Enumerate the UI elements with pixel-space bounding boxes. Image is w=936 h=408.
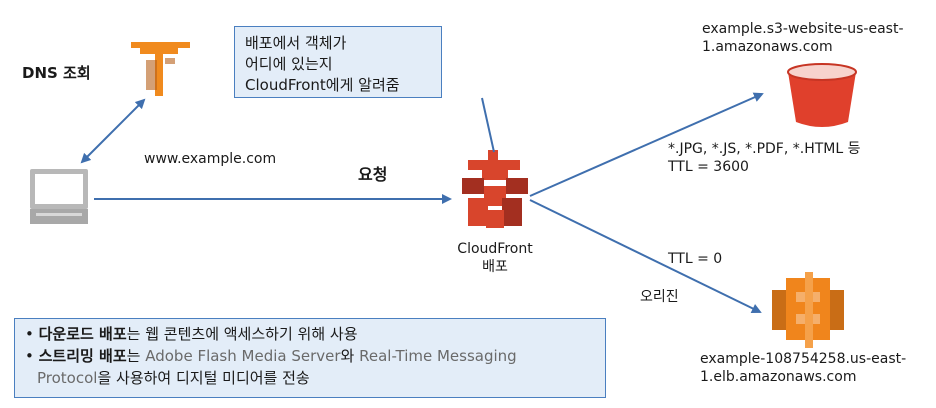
callout-line: CloudFront에게 알려줌 xyxy=(245,76,400,94)
s3-cache-info: *.JPG, *.JS, *.PDF, *.HTML 등 TTL = 3600 xyxy=(668,140,861,176)
request-label: 요청 xyxy=(358,165,388,184)
elb-icon xyxy=(772,272,844,348)
note-product-name: Real-Time Messaging xyxy=(359,347,517,365)
arrow-to-s3 xyxy=(529,92,764,197)
note-item-streaming: • 스트리밍 배포는 Adobe Flash Media Server와 Rea… xyxy=(25,345,595,367)
bullet: • xyxy=(25,325,39,343)
dns-lookup-label: DNS 조회 xyxy=(22,64,91,82)
callout-pointer xyxy=(481,97,495,153)
callout-line: 배포에서 객체가 xyxy=(245,34,347,52)
note-text: 는 웹 콘텐츠에 액세스하기 위해 사용 xyxy=(126,325,358,343)
s3-host-line: 1.amazonaws.com xyxy=(702,39,833,55)
note-item-streaming-cont: Protocol을 사용하여 디지털 미디어를 전송 xyxy=(25,367,595,389)
bullet: • xyxy=(25,347,39,365)
cloudfront-icon xyxy=(462,150,528,228)
callout-line: 어디에 있는지 xyxy=(245,55,333,73)
s3-bucket-icon xyxy=(787,63,857,127)
elb-host-label: example-108754258.us-east- 1.elb.amazona… xyxy=(700,350,906,386)
callout-box: 배포에서 객체가 어디에 있는지 CloudFront에게 알려줌 xyxy=(234,26,442,98)
elb-host-line: 1.elb.amazonaws.com xyxy=(700,369,857,385)
arrow-dns-lookup xyxy=(80,98,146,164)
client-computer-icon xyxy=(30,169,88,224)
cloudfront-sub: 배포 xyxy=(482,259,508,275)
s3-file-types: *.JPG, *.JS, *.PDF, *.HTML 등 xyxy=(668,141,861,157)
note-item-download: • 다운로드 배포는 웹 콘텐츠에 액세스하기 위해 사용 xyxy=(25,323,595,345)
note-bold-term: 다운로드 배포 xyxy=(38,325,127,343)
s3-host-label: example.s3-website-us-east- 1.amazonaws.… xyxy=(702,20,904,56)
note-product-name: Protocol xyxy=(37,369,98,387)
note-bold-term: 스트리밍 배포 xyxy=(38,347,127,365)
note-product-name: Adobe Flash Media Server xyxy=(145,347,341,365)
elb-ttl: TTL = 0 xyxy=(668,251,723,267)
note-text: 을 사용하여 디지털 미디어를 전송 xyxy=(97,369,310,387)
arrow-to-elb xyxy=(529,199,762,313)
elb-host-line: example-108754258.us-east- xyxy=(700,351,907,367)
cloudfront-name: CloudFront xyxy=(457,241,533,257)
note-text: 와 xyxy=(340,347,360,365)
s3-host-line: example.s3-website-us-east- xyxy=(702,21,904,37)
notes-box: • 다운로드 배포는 웹 콘텐츠에 액세스하기 위해 사용 • 스트리밍 배포는… xyxy=(14,318,606,398)
origin-label: 오리진 xyxy=(640,289,679,305)
domain-label: www.example.com xyxy=(144,151,277,167)
cloudfront-label: CloudFront 배포 xyxy=(452,240,538,276)
route53-icon xyxy=(131,42,190,96)
s3-ttl: TTL = 3600 xyxy=(668,159,749,175)
note-text: 는 xyxy=(126,347,146,365)
